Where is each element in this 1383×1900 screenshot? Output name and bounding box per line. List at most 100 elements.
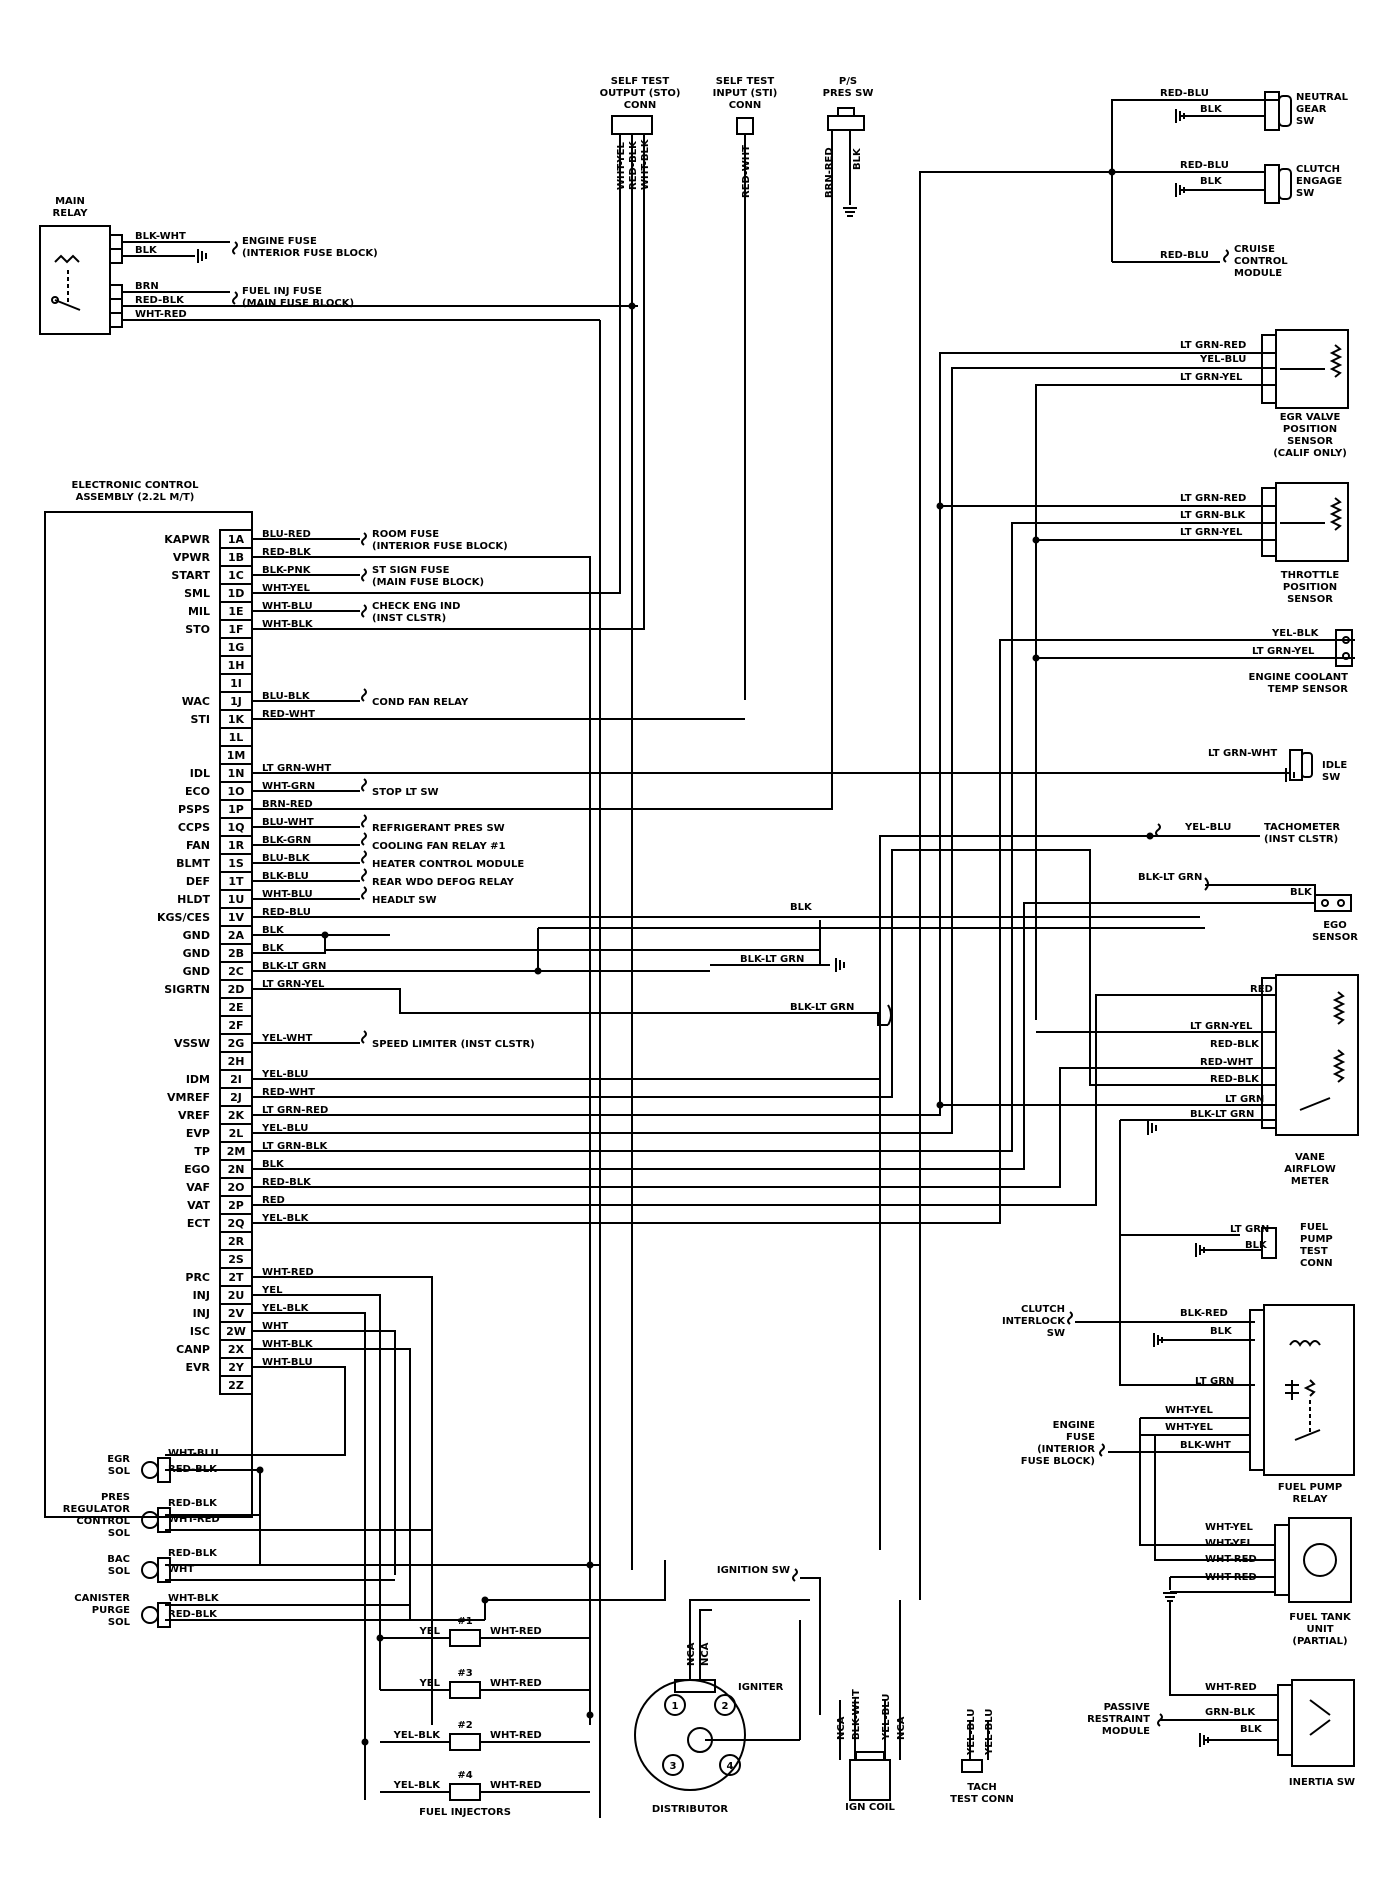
wire-color: WHT-RED — [135, 309, 187, 320]
splice-mark — [232, 291, 238, 305]
coolant-sensor-label: ENGINE COOLANT — [1249, 672, 1349, 683]
splice-mark — [1099, 1443, 1105, 1457]
splice-mark — [361, 832, 367, 846]
splice-mark — [1155, 823, 1161, 837]
distributor-terminal — [662, 1754, 684, 1776]
dest-label: ST SIGN FUSE — [372, 565, 450, 576]
pin-id: 2P — [228, 1199, 244, 1212]
inertia-sw-label: INERTIA SW — [1289, 1777, 1355, 1788]
pin-dot — [1342, 636, 1350, 644]
splice-mark — [361, 778, 367, 792]
ground-icon — [1285, 768, 1295, 782]
splice-mark — [361, 604, 367, 618]
wire-color: BLK-LT GRN — [790, 1002, 854, 1013]
vane-switch — [1299, 1097, 1331, 1111]
pin-signal: FAN — [186, 839, 210, 852]
wire-red-wht — [252, 849, 1275, 1098]
wire-color: RED — [1250, 984, 1273, 995]
pin-signal: ECT — [187, 1217, 211, 1230]
wire-color: LT GRN-RED — [262, 1105, 328, 1116]
wire-color: BLK — [852, 147, 863, 170]
pin-signal: VSSW — [174, 1037, 210, 1050]
fuel-test-conn — [1261, 1227, 1277, 1259]
wire-color: BLU-BLK — [262, 853, 311, 864]
solenoid-label: CANISTER — [74, 1593, 130, 1604]
clutch-engage-sw-label: CLUTCH — [1296, 164, 1340, 175]
vane-body — [1275, 974, 1359, 1136]
wire-color: BRN-RED — [262, 799, 313, 810]
wire-wht — [252, 1330, 396, 1575]
pin-id: 1P — [228, 803, 244, 816]
wire-yel-blu — [252, 835, 1150, 1080]
solenoid-icon — [141, 1511, 159, 1529]
inertia-switch-contact — [1309, 1719, 1331, 1736]
wire-color: YEL-BLK — [393, 1780, 442, 1791]
wire-color: LT GRN — [1195, 1376, 1234, 1387]
sto-conn-title: CONN — [624, 100, 657, 111]
pin-id: 2W — [226, 1325, 246, 1338]
ps-connector-cap — [837, 107, 855, 117]
wire-color: BLK-WHT — [1180, 1440, 1231, 1451]
clutch-engage-switch — [1278, 168, 1292, 200]
pin-signal: CANP — [176, 1343, 210, 1356]
solenoid-label: SOL — [108, 1528, 131, 1539]
throttle-sensor-label: SENSOR — [1287, 594, 1333, 605]
vane-airflow-label: AIRFLOW — [1284, 1164, 1336, 1175]
solenoid-icon — [141, 1461, 159, 1479]
wire-color: BRN — [135, 281, 159, 292]
wire-color: RED-BLK — [168, 1498, 218, 1509]
wire-wht-blk — [252, 134, 645, 630]
idle-switch — [1301, 752, 1313, 778]
pin-id: 1V — [228, 911, 245, 924]
wire-lt-grn-yel — [252, 988, 872, 1014]
dest-label: HEATER CONTROL MODULE — [372, 859, 524, 870]
tachometer-label: (INST CLSTR) — [1264, 834, 1338, 845]
pin-signal: VREF — [178, 1109, 210, 1122]
wire-color: WHT-RED — [490, 1626, 542, 1637]
pin-id: 1C — [228, 569, 244, 582]
pin-id: 2Y — [228, 1361, 245, 1374]
pin-signal: VMREF — [167, 1091, 210, 1104]
ground-icon — [835, 958, 845, 972]
wire-lines — [122, 99, 1355, 1818]
wire-color: BLU-BLK — [262, 691, 311, 702]
dest-label: COND FAN RELAY — [372, 697, 469, 708]
pin-signal: GND — [183, 929, 210, 942]
dest-label: SPEED LIMITER (INST CLSTR) — [372, 1039, 535, 1050]
dest-label: (INTERIOR FUSE BLOCK) — [372, 541, 508, 552]
wire-red — [252, 994, 1275, 1206]
wire-color: WHT-BLU — [262, 1357, 313, 1368]
dest-label: ROOM FUSE — [372, 529, 439, 540]
tach-test-conn-label: TACH — [967, 1782, 997, 1793]
wire-color: NCA — [836, 1716, 847, 1740]
sti-conn-title: SELF TEST — [716, 76, 775, 87]
pin-id: 2E — [228, 1001, 243, 1014]
fuel-inj-fuse-label: (MAIN FUSE BLOCK) — [242, 298, 354, 309]
relay-pivot — [51, 296, 59, 304]
resistor-icon — [1329, 344, 1343, 378]
wire-color: BLK-BLU — [262, 871, 309, 882]
tank-unit-body — [1288, 1517, 1352, 1603]
wire-lt-grn-yel — [1035, 384, 1275, 1020]
passive-restraint-label: RESTRAINT — [1087, 1714, 1150, 1725]
egr-sensor-label: POSITION — [1283, 424, 1337, 435]
wire-color: YEL-BLK — [393, 1730, 442, 1741]
inertia-conn — [1277, 1684, 1293, 1756]
dest-label: HEADLT SW — [372, 895, 437, 906]
wire-color: NCA — [686, 1642, 697, 1666]
neutral-gear-sw-label: SW — [1296, 116, 1314, 127]
solenoid-label: SOL — [108, 1466, 131, 1477]
relay-pin — [109, 248, 123, 264]
splice-dot — [321, 931, 329, 939]
wire-color: YEL-WHT — [261, 1033, 313, 1044]
wire-color: WHT-BLK — [262, 619, 314, 630]
wire-color: RED-BLK — [168, 1464, 218, 1475]
solenoid-label: BAC — [107, 1554, 130, 1565]
pin-id: 1Q — [227, 821, 244, 834]
distributor-label: DISTRIBUTOR — [652, 1804, 729, 1815]
splice-mark — [361, 688, 367, 702]
pin-id: 2V — [228, 1307, 245, 1320]
splice-dot — [481, 1596, 489, 1604]
wire — [689, 1599, 810, 1680]
wire-color: WHT-BLU — [262, 601, 313, 612]
